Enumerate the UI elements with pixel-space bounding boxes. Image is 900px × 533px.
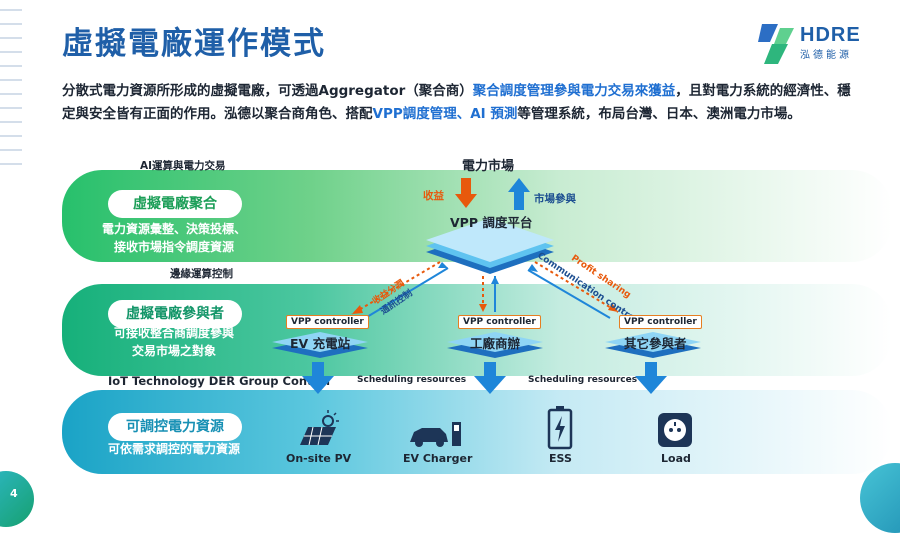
intro-highlight-1: 聚合調度管理參與電力交易來獲益 [472, 83, 676, 99]
market-arrows [455, 178, 530, 210]
aggregation-desc-line1: 電力資源彙整、決策投標、 [101, 222, 246, 236]
flow-lines [351, 261, 619, 321]
power-socket-icon [658, 413, 692, 447]
ai-trading-label: AI運算與電力交易 [140, 160, 226, 172]
intro-text-3: 等管理系統，布局台灣、日本、澳洲電力市場。 [517, 106, 801, 122]
resources-desc-line1: 可依需求調控的電力資源 [107, 442, 240, 456]
node-platform-others [605, 332, 701, 358]
page-title: 虛擬電廠運作模式 [62, 26, 326, 62]
node-other-participants: 其它參與者 [624, 336, 687, 351]
aggregation-desc: 電力資源彙整、決策投標、 接收市場指令調度資源 [84, 220, 264, 256]
down-arrow-icon [302, 362, 334, 394]
logo-mark-icon [758, 24, 794, 64]
vpp-controller-badge: VPP controller [458, 315, 541, 329]
scheduling-arrows [302, 362, 667, 394]
node-platform-ev [272, 332, 368, 358]
down-arrow-icon [635, 362, 667, 394]
resources-title: 可調控電力資源 [108, 413, 242, 441]
logo-name: HDRE [800, 24, 861, 46]
market-participation-arrow-icon [508, 178, 530, 210]
iot-control-label: IoT Technology DER Group Control [108, 374, 331, 388]
node-ev-station: EV 充電站 [290, 336, 351, 351]
participants-desc-line2: 交易市場之對象 [131, 344, 216, 358]
node-platform-factory [447, 332, 543, 358]
market-participation-label: 市場參與 [534, 193, 576, 205]
aggregation-title: 虛擬電廠聚合 [108, 190, 242, 218]
intro-text-2: ，且對電力系統的經濟性、穩定與安全皆有正面的作用。泓德以聚合商角色、搭配 [62, 83, 851, 122]
down-arrow-icon [474, 362, 506, 394]
ev-charger-icon [410, 422, 461, 447]
battery-icon [547, 406, 573, 450]
solar-panel-icon [300, 410, 339, 446]
vpp-controller-badge: VPP controller [286, 315, 369, 329]
node-factory-office: 工廠商辦 [470, 336, 521, 351]
resource-ev-charger-label: EV Charger [403, 452, 473, 465]
revenue-label: 收益 [423, 190, 444, 202]
layer-participants-band [62, 284, 892, 376]
participants-desc: 可接收整合商調度參與 交易市場之對象 [84, 324, 264, 360]
vpp-platform-icon [426, 218, 554, 274]
intro-text-1: 分散式電力資源所形成的虛擬電廠，可透過Aggregator（聚合商） [62, 83, 473, 99]
power-market-label: 電力市場 [462, 159, 515, 174]
scheduling-label-1: Scheduling resources [357, 375, 467, 385]
participants-title: 虛擬電廠參與者 [108, 300, 242, 328]
resources-desc: 可依需求調控的電力資源 [84, 440, 264, 458]
logo-subtitle: 泓德能源 [800, 50, 852, 61]
participants-desc-line1: 可接收整合商調度參與 [113, 326, 234, 340]
edge-computing-label: 邊緣運算控制 [170, 268, 233, 280]
decorative-lines [0, 9, 22, 165]
vpp-controller-badge: VPP controller [619, 315, 702, 329]
vpp-platform-label: VPP 調度平台 [450, 215, 533, 230]
aggregation-desc-line2: 接收市場指令調度資源 [113, 240, 234, 254]
intro-highlight-2: VPP調度管理、AI 預測 [372, 106, 518, 122]
revenue-arrow-icon [455, 178, 477, 208]
resource-pv-label: On-site PV [286, 452, 352, 465]
resource-ess-label: ESS [549, 452, 572, 465]
intro-paragraph: 分散式電力資源所形成的虛擬電廠，可透過Aggregator（聚合商）聚合調度管理… [62, 80, 862, 126]
scheduling-label-2: Scheduling resources [528, 375, 638, 385]
page-number: 4 [10, 487, 18, 500]
resource-load-label: Load [661, 452, 691, 465]
